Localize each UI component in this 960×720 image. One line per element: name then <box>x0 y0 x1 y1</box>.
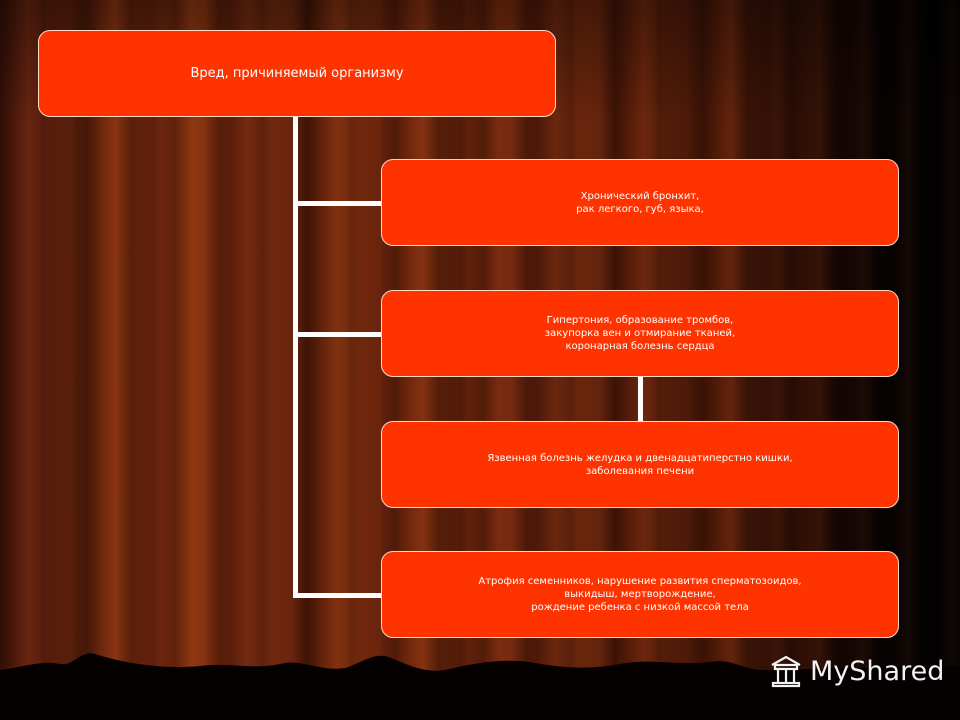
connector-sub-link <box>638 377 643 421</box>
diagram-node-hypertension: Гипертония, образование тромбов, закупор… <box>381 290 899 377</box>
diagram-node-bronchitis: Хронический бронхит, рак легкого, губ, я… <box>381 159 899 246</box>
connector-branch-1 <box>293 201 381 206</box>
watermark-text: MyShared <box>810 655 945 687</box>
connector-branch-2 <box>293 332 381 337</box>
diagram-node-ulcer: Язвенная болезнь желудка и двенадцатипер… <box>381 421 899 508</box>
watermark: MyShared <box>768 653 944 689</box>
myshared-logo-icon <box>771 655 801 688</box>
connector-trunk <box>293 117 298 598</box>
diagram-root-node: Вред, причиняемый организму <box>38 30 556 117</box>
diagram-node-atrophy: Атрофия семенников, нарушение развития с… <box>381 551 899 638</box>
connector-branch-4 <box>293 593 381 598</box>
stage-floor-edge <box>0 653 960 720</box>
